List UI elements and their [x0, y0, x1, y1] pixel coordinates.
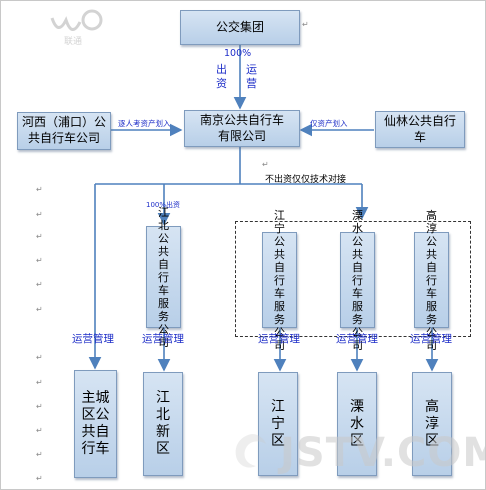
node-nanjing-label: 南京公共自行车有限公司 — [199, 112, 284, 143]
node-main-city-label: 主城区公共自行车 — [81, 390, 110, 457]
node-hexi-label: 河西（浦口）公共自行车公司 — [22, 115, 107, 145]
paragraph-mark: ↵ — [36, 280, 43, 289]
node-jiangning-area: 江宁区 — [258, 372, 298, 476]
node-gaochun-company: 高淳公共自行车服务公司 — [414, 209, 449, 352]
node-bus-group: 公交集团 — [180, 10, 300, 45]
node-bus-group-label: 公交集团 — [215, 19, 264, 34]
paragraph-mark: ↵ — [36, 256, 43, 265]
ops-label-gaochun: 运营管理 — [410, 333, 452, 345]
edge-top-percent: 100% — [224, 48, 252, 59]
jstv-watermark-icon — [235, 434, 266, 468]
edge-top-yun: 运 — [246, 63, 257, 76]
paragraph-mark: ↵ — [36, 474, 43, 483]
node-jiangbei-area: 江北新区 — [143, 372, 183, 476]
paragraph-mark: ↵ — [262, 160, 269, 169]
paragraph-mark: ↵ — [36, 185, 43, 194]
paragraph-mark: ↵ — [36, 450, 43, 459]
logo-text: 联通 — [64, 36, 82, 47]
dashed-group-border — [235, 221, 471, 337]
node-xianlin-label: 仙林公共自行车 — [383, 113, 456, 144]
node-lishui-area: 溧水区 — [337, 372, 377, 476]
node-lishui-company-label: 溧水公共自行车服务公司 — [352, 208, 363, 352]
node-hexi-company: 河西（浦口）公共自行车公司 — [17, 112, 111, 150]
paragraph-mark: ↵ — [36, 426, 43, 435]
ops-label-lishui: 运营管理 — [336, 333, 378, 345]
paragraph-mark: ↵ — [302, 20, 309, 29]
ops-label-jiangning: 运营管理 — [258, 333, 300, 345]
node-jiangbei-area-label: 江北新区 — [156, 390, 170, 457]
node-gaochun-company-label: 高淳公共自行车服务公司 — [426, 208, 437, 352]
node-gaochun-area-label: 高淳区 — [425, 398, 439, 449]
edge-top-ying: 营 — [246, 77, 257, 90]
edge-top-chu: 出 — [216, 63, 227, 76]
edge-xianlin-label: 仅资产划入 — [310, 119, 348, 128]
node-gaochun-area: 高淳区 — [412, 372, 452, 476]
node-jiangning-company-label: 江宁公共自行车服务公司 — [274, 208, 285, 352]
node-jiangbei-company: 江北公共自行车服务公司 — [146, 206, 181, 349]
node-lishui-area-label: 溧水区 — [350, 398, 364, 449]
edge-no-capital-label: 不出资仅仅技术对接 — [265, 175, 347, 185]
node-jiangning-area-label: 江宁区 — [271, 398, 285, 449]
node-nanjing-company: 南京公共自行车有限公司 — [184, 110, 300, 147]
node-xianlin: 仙林公共自行车 — [375, 111, 465, 148]
paragraph-mark: ↵ — [36, 353, 43, 362]
node-jiangbei-company-label: 江北公共自行车服务公司 — [158, 205, 169, 349]
edge-hexi-label: 逐人考资产划入 — [118, 119, 171, 128]
paragraph-mark: ↵ — [36, 232, 43, 241]
node-main-city: 主城区公共自行车 — [74, 370, 117, 478]
node-jiangning-company: 江宁公共自行车服务公司 — [262, 209, 297, 352]
paragraph-mark: ↵ — [36, 210, 43, 219]
ops-label-jiangbei: 运营管理 — [142, 333, 184, 345]
paragraph-mark: ↵ — [36, 402, 43, 411]
paragraph-mark: ↵ — [36, 305, 43, 314]
ops-label-main-city: 运营管理 — [72, 333, 114, 345]
jstv-watermark-text: JSTV.COM — [280, 430, 486, 476]
edge-jiangbei-percent: 100%出资 — [146, 201, 181, 209]
carrier-logo-watermark: 联通 — [50, 9, 103, 47]
edge-top-zi: 资 — [216, 77, 227, 90]
node-lishui-company: 溧水公共自行车服务公司 — [340, 209, 375, 352]
paragraph-mark: ↵ — [36, 378, 43, 387]
